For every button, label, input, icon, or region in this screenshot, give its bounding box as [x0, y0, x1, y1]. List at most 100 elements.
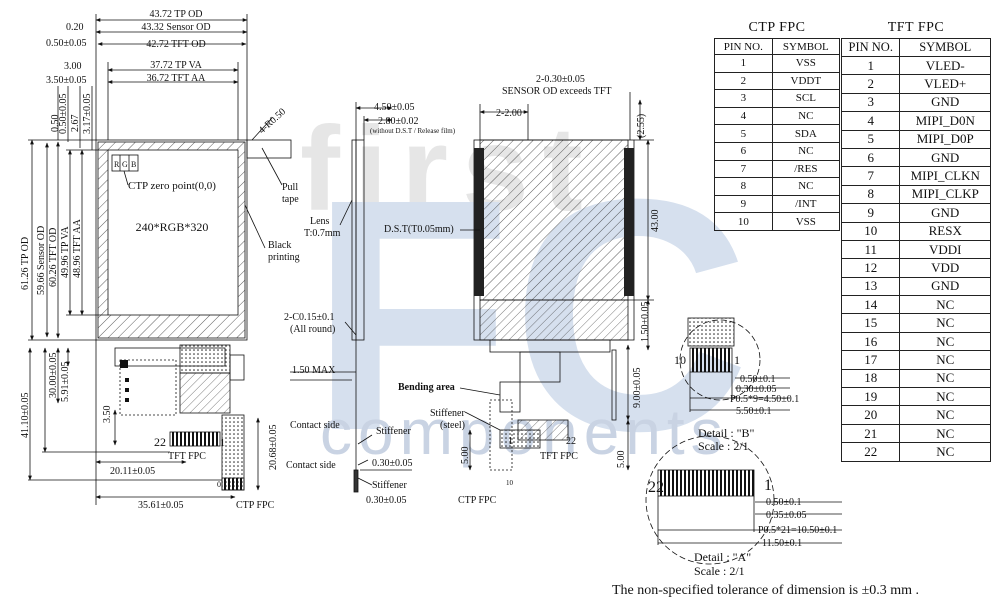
detail-b-dim-1: 0.30±0.05 [736, 384, 777, 395]
front-tft-fpc-label: TFT FPC [168, 451, 206, 462]
back-pin-1: 1 [508, 436, 513, 447]
ctp-pin-no: 10 [714, 212, 773, 231]
ctp-row: 9/INT [714, 194, 841, 214]
back-pin-10: 10 [506, 479, 514, 487]
side-dims-note: (without D.S.T / Release film) [370, 127, 456, 135]
ctp-symbol: /INT [771, 194, 841, 214]
tft-symbol: VLED+ [899, 74, 991, 94]
tft-pin-no: 12 [840, 258, 901, 278]
side-contact-side-2: Contact side [286, 460, 336, 471]
tft-pin-no: 9 [840, 203, 901, 223]
dim-tft-od-v: 60.26 TFT OD [48, 228, 59, 287]
tft-pin-no: 3 [840, 92, 901, 113]
ctp-symbol: VSS [771, 54, 841, 73]
tft-symbol: MIPI_D0N [899, 111, 991, 131]
back-bending-area: Bending area [398, 382, 455, 393]
tft-symbol: GND [899, 203, 991, 223]
tft-pin-no: 20 [840, 405, 901, 425]
dim-sensor-od-v: 59.66 Sensor OD [36, 226, 47, 295]
dim-small-1: 0.50±0.05 [58, 94, 69, 135]
tft-symbol: VDD [899, 258, 991, 278]
detail-a-pin-1: 1 [764, 477, 772, 494]
detail-a [645, 435, 842, 565]
ctp-pin-no: 5 [714, 124, 773, 143]
back-tft-fpc-label: TFT FPC [540, 451, 578, 462]
tft-pin-no: 6 [840, 147, 901, 168]
ctp-symbol: /RES [771, 159, 841, 179]
front-pin-1: 1 [220, 438, 225, 449]
radius-label: 4-R0.50 [257, 106, 289, 136]
resolution-label: 240*RGB*320 [136, 220, 209, 234]
pull-tape-label-1: Pull [282, 182, 298, 193]
ctp-pin-no: 2 [714, 71, 773, 91]
back-dst-label: D.S.T(T0.05mm) [384, 224, 454, 235]
tft-symbol: NC [899, 331, 991, 352]
tft-pin-no: 7 [840, 166, 901, 186]
back-dim-900: 9.00±0.05 [632, 368, 643, 409]
tft-pin-no: 19 [840, 387, 901, 407]
side-chamfer-2: (All round) [290, 324, 335, 335]
dim-3000: 30.00±0.05 [48, 353, 59, 399]
detail-b [679, 317, 790, 412]
side-dim-030-b: 0.30±0.05 [366, 495, 407, 506]
detail-b-pin-1: 1 [734, 353, 740, 367]
tolerance-note: The non-specified tolerance of dimension… [612, 583, 920, 598]
detail-b-pin-10: 10 [674, 353, 686, 367]
back-dim-150: 1.50±0.05 [640, 302, 651, 343]
tft-symbol: NC [899, 423, 991, 444]
side-view [290, 102, 412, 493]
dim-350-low: 3.50 [102, 406, 113, 424]
back-dim-500-b: 5.00 [616, 451, 627, 469]
ctp-symbol: NC [771, 141, 841, 161]
dim-tp-va-v: 49.96 TP VA [60, 226, 71, 278]
side-max: 1.50 MAX [292, 365, 336, 376]
back-dim-500-a: 5.00 [460, 447, 471, 465]
tft-header-symbol: SYMBOL [899, 38, 991, 57]
detail-b-dim-0: 0.50±0.1 [740, 374, 776, 385]
back-ctp-fpc-label: CTP FPC [458, 495, 497, 506]
ctp-fpc-table-title: CTP FPC [748, 20, 806, 35]
dim-tp-od: 43.72 TP OD [149, 9, 202, 20]
back-dim-43: 43.00 [650, 210, 661, 233]
ctp-symbol: SDA [771, 124, 841, 143]
side-lens-1: Lens [310, 216, 330, 227]
tft-pin-no: 5 [840, 129, 901, 149]
dim-4110: 41.10±0.05 [20, 393, 31, 439]
ctp-header-pin: PIN NO. [714, 38, 773, 55]
ctp-row: 7/RES [714, 159, 841, 179]
side-stiffener-1: Stiffener [376, 426, 411, 437]
tft-symbol: NC [899, 350, 991, 370]
tft-pin-no: 1 [840, 55, 901, 76]
back-sensor-note-1: 2-0.30±0.05 [536, 74, 585, 85]
dim-050: 0.50±0.05 [46, 38, 87, 49]
tft-pin-no: 17 [840, 350, 901, 370]
dim-300: 3.00 [64, 61, 82, 72]
tft-pin-no: 18 [840, 368, 901, 389]
front-ctp-fpc-label: CTP FPC [236, 500, 275, 511]
detail-a-dim-2: P0.5*21=10.50±0.1 [758, 525, 837, 536]
side-dim-030-a: 0.30±0.05 [372, 458, 413, 469]
detail-a-dim-0: 0.50±0.1 [766, 497, 802, 508]
detail-b-scale: Scale : 2/1 [698, 439, 749, 453]
ctp-pin-no: 1 [714, 54, 773, 73]
pixel-r: R [114, 160, 120, 169]
side-dim-450: 4.50±0.05 [374, 102, 415, 113]
